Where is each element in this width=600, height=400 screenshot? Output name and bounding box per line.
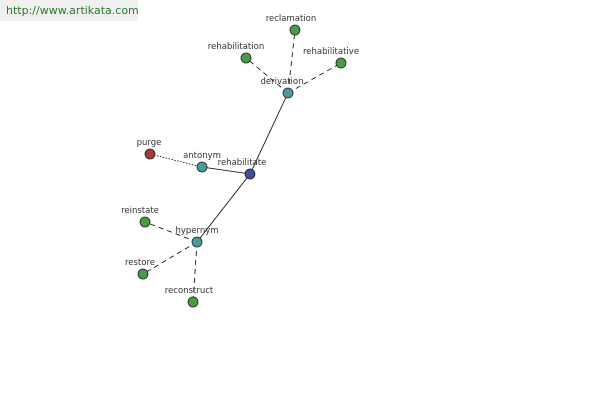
label-restore: restore <box>125 258 155 268</box>
node-rehabilitation[interactable] <box>240 52 252 64</box>
label-hypernym: hypernym <box>175 226 218 236</box>
node-reclamation[interactable] <box>289 24 301 36</box>
label-rehabilitation: rehabilitation <box>208 42 264 52</box>
edge-derivation-rehabilitative <box>287 62 342 94</box>
edge-hypernym-reinstate <box>144 221 198 243</box>
label-reconstruct: reconstruct <box>165 286 214 296</box>
node-hypernym[interactable] <box>191 236 203 248</box>
edge-hypernym-restore <box>142 241 198 275</box>
label-reclamation: reclamation <box>266 14 317 24</box>
edge-rehabilitate-derivation <box>249 92 289 175</box>
label-purge: purge <box>137 138 162 148</box>
node-antonym[interactable] <box>196 161 208 173</box>
edge-rehabilitate-hypernym <box>196 173 251 243</box>
label-reinstate: reinstate <box>121 206 159 216</box>
node-purge[interactable] <box>144 148 156 160</box>
label-rehabilitate: rehabilitate <box>218 158 267 168</box>
label-antonym: antonym <box>183 151 221 161</box>
edges-layer <box>142 29 342 303</box>
edge-rehabilitate-antonym <box>201 166 251 175</box>
edge-hypernym-reconstruct <box>192 241 198 303</box>
nodes-layer <box>137 24 347 308</box>
label-rehabilitative: rehabilitative <box>303 47 359 57</box>
node-reinstate[interactable] <box>139 216 151 228</box>
edge-derivation-rehabilitation <box>245 57 289 94</box>
node-reconstruct[interactable] <box>187 296 199 308</box>
node-rehabilitative[interactable] <box>335 57 347 69</box>
node-derivation[interactable] <box>282 87 294 99</box>
node-rehabilitate[interactable] <box>244 168 256 180</box>
label-derivation: derivation <box>260 77 303 87</box>
labels-layer: rehabilitate derivation antonym hypernym rec… <box>121 14 359 296</box>
edge-derivation-reclamation <box>287 29 296 94</box>
node-restore[interactable] <box>137 268 149 280</box>
watermark-url: http://www.artikata.com <box>0 0 139 21</box>
